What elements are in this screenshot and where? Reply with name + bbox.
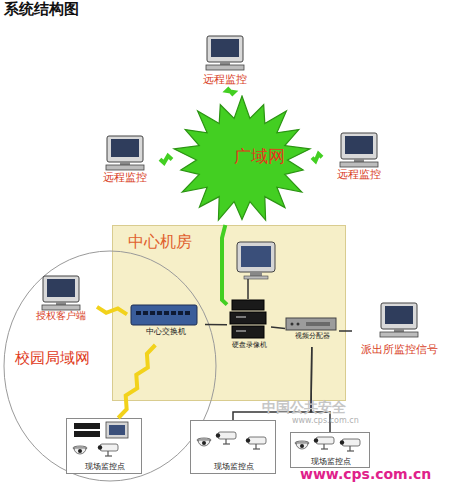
watermark: www.cps.com.cn bbox=[292, 417, 382, 426]
diagram-title: 系统结构图 bbox=[4, 1, 164, 18]
switch-port bbox=[136, 311, 141, 315]
computer-icon bbox=[380, 303, 418, 337]
node-label: 远程监控 bbox=[185, 74, 265, 86]
campus-lan-ellipse: 校园局域网 授权客户端现场监控点 bbox=[3, 250, 217, 482]
computer-node: 远程监控 bbox=[90, 133, 160, 185]
site-equipment bbox=[197, 432, 266, 449]
monitor-screen bbox=[109, 425, 125, 435]
recorder-node: 硬盘录像机 bbox=[227, 297, 271, 353]
switch-port bbox=[171, 311, 176, 315]
node-label: 现场监控点 bbox=[191, 463, 277, 472]
switch-port bbox=[185, 311, 190, 315]
node-label: 校园局域网 bbox=[15, 350, 115, 367]
bullet-camera bbox=[314, 437, 334, 449]
computer-node: 远程监控 bbox=[185, 32, 265, 88]
network-bolt bbox=[97, 307, 127, 314]
machine-room-box: 中心机房中心交换机硬盘录像机 视频分配器 bbox=[112, 225, 346, 401]
switch-node: 中心交换机 bbox=[127, 303, 205, 345]
recorder-unit bbox=[74, 431, 100, 437]
site-box: 现场监控点 bbox=[66, 418, 142, 474]
switch-port bbox=[164, 311, 169, 315]
splitter-icon bbox=[286, 318, 336, 330]
monitor-icon bbox=[237, 242, 275, 279]
dome-camera bbox=[295, 441, 309, 449]
site-box: 现场监控点 bbox=[190, 420, 276, 474]
computer-node: 授权客户端 bbox=[25, 274, 97, 322]
splitter-panel bbox=[306, 322, 330, 326]
bullet-camera bbox=[340, 439, 360, 451]
site-box: 现场监控点 bbox=[290, 432, 370, 468]
recorder-icon bbox=[230, 300, 266, 338]
video-wire bbox=[247, 279, 249, 299]
watermark: 中国公共安全 bbox=[262, 400, 382, 415]
node-label: 远程监控 bbox=[90, 172, 160, 184]
splitter-led bbox=[297, 323, 300, 326]
signal-wire bbox=[233, 347, 312, 420]
monitor-frame bbox=[106, 422, 128, 438]
site-equipment bbox=[295, 437, 360, 451]
switch-port bbox=[157, 311, 162, 315]
ellipse-shape bbox=[4, 251, 216, 481]
computer-icon bbox=[42, 276, 80, 310]
recorder-slot bbox=[236, 316, 246, 318]
network-bolt bbox=[160, 156, 172, 163]
node-label: 现场监控点 bbox=[67, 463, 143, 472]
node-label: 现场监控点 bbox=[291, 458, 371, 467]
site-equipment bbox=[73, 422, 128, 456]
signal-wire bbox=[205, 324, 227, 326]
switch-port bbox=[143, 311, 148, 315]
network-bolt bbox=[227, 88, 234, 95]
switch-port bbox=[178, 311, 183, 315]
node-label: 中心交换机 bbox=[127, 328, 205, 337]
monitor-screen bbox=[241, 246, 271, 267]
recorder-unit bbox=[232, 300, 264, 310]
network-bolt bbox=[118, 345, 155, 418]
computer-icon bbox=[340, 133, 378, 167]
computer-node: 派出所监控信号 bbox=[352, 300, 446, 362]
monitor-frame bbox=[237, 242, 275, 272]
computer-node: 远程监控 bbox=[322, 130, 396, 182]
bullet-camera bbox=[216, 432, 236, 444]
node-label: 广域网 bbox=[234, 147, 304, 166]
node-label: 授权客户端 bbox=[25, 310, 97, 321]
signal-wire bbox=[311, 347, 330, 432]
node-label: 视频分配器 bbox=[285, 333, 339, 341]
wan-burst: 广域网 bbox=[172, 95, 312, 225]
monitor-base bbox=[244, 276, 268, 279]
website-url: www.cps.com.cn bbox=[300, 467, 448, 482]
monitor-stand bbox=[250, 272, 262, 276]
computer-icon bbox=[106, 136, 144, 170]
switch-body bbox=[131, 305, 197, 325]
dome-camera bbox=[197, 438, 211, 446]
switch-port bbox=[150, 311, 155, 315]
splitter-node: 视频分配器 bbox=[285, 315, 339, 347]
signal-wire bbox=[271, 327, 285, 328]
recorder-slot bbox=[236, 330, 246, 332]
splitter-led bbox=[291, 323, 294, 326]
node-label: 派出所监控信号 bbox=[352, 344, 446, 356]
node-label: 远程监控 bbox=[322, 169, 396, 181]
dome-camera bbox=[73, 446, 87, 454]
signal-wire bbox=[339, 330, 352, 332]
node-label: 硬盘录像机 bbox=[227, 342, 271, 350]
burst-shape bbox=[174, 96, 310, 220]
computer-icon bbox=[206, 36, 244, 70]
node-label: 中心机房 bbox=[128, 233, 248, 251]
recorder-unit bbox=[230, 312, 266, 324]
bullet-camera bbox=[98, 444, 118, 456]
recorder-unit bbox=[74, 423, 100, 429]
splitter-body bbox=[286, 318, 336, 330]
signal-wire bbox=[222, 225, 227, 305]
network-bolt bbox=[312, 154, 322, 161]
switch-icon bbox=[131, 305, 197, 325]
recorder-unit bbox=[232, 326, 264, 338]
bullet-camera bbox=[246, 437, 266, 449]
